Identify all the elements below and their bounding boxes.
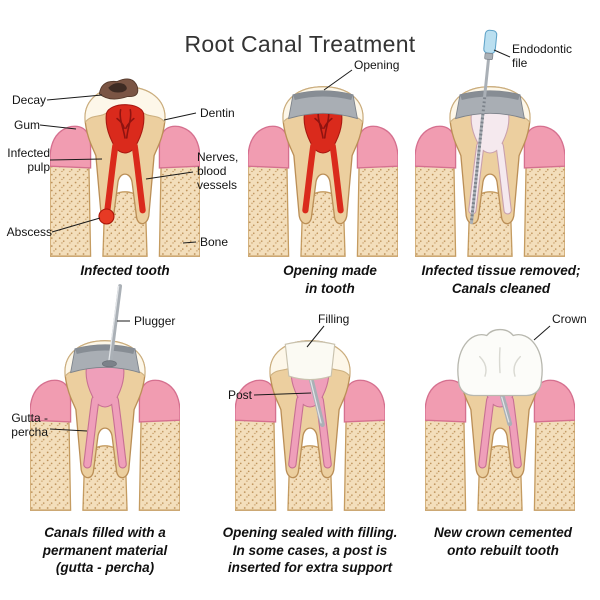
illustration-new-crown (425, 328, 575, 511)
caption-infected-tooth: Infected tooth (80, 263, 170, 278)
abscess (98, 208, 115, 225)
filling (284, 340, 336, 381)
caption-canals-cleaned: Infected tissue removed; Canals cleaned (421, 263, 581, 296)
label-nerves: Nerves, blood vessels (197, 150, 239, 193)
caption-canals-filled: Canals filled with a permanent material … (42, 525, 168, 576)
label-gutta-percha: Gutta - percha (11, 411, 48, 440)
caption-new-crown: New crown cemented onto rebuilt tooth (433, 525, 573, 558)
page-title: Root Canal Treatment (184, 31, 416, 58)
endodontic-file-icon (469, 29, 498, 225)
label-filling: Filling (318, 312, 350, 326)
label-post: Post (227, 388, 252, 402)
label-bone: Bone (200, 235, 229, 249)
plugger-icon (102, 284, 123, 368)
illustration-canals-filled (30, 284, 180, 511)
label-crown: Crown (552, 312, 587, 326)
label-abscess: Abscess (6, 225, 52, 239)
illustration-filling-post (235, 340, 385, 511)
label-opening: Opening (354, 58, 400, 72)
post-icon (500, 394, 513, 427)
caption-opening-made: Opening made in tooth (283, 263, 377, 296)
post-icon (308, 375, 325, 428)
illustration-opening-made (248, 86, 398, 257)
label-endodontic-file: Endodontic file (512, 42, 573, 71)
label-decay: Decay (11, 93, 46, 107)
decay-cavity (108, 82, 127, 93)
label-dentin: Dentin (200, 106, 235, 120)
label-gum: Gum (13, 118, 40, 132)
label-infected-pulp: Infected pulp (7, 146, 50, 175)
crown-icon (457, 328, 543, 397)
label-plugger: Plugger (134, 314, 176, 328)
illustration-infected-tooth (50, 78, 200, 257)
illustration-canals-cleaned (415, 29, 565, 257)
caption-filling-post: Opening sealed with filling. In some cas… (222, 525, 398, 576)
